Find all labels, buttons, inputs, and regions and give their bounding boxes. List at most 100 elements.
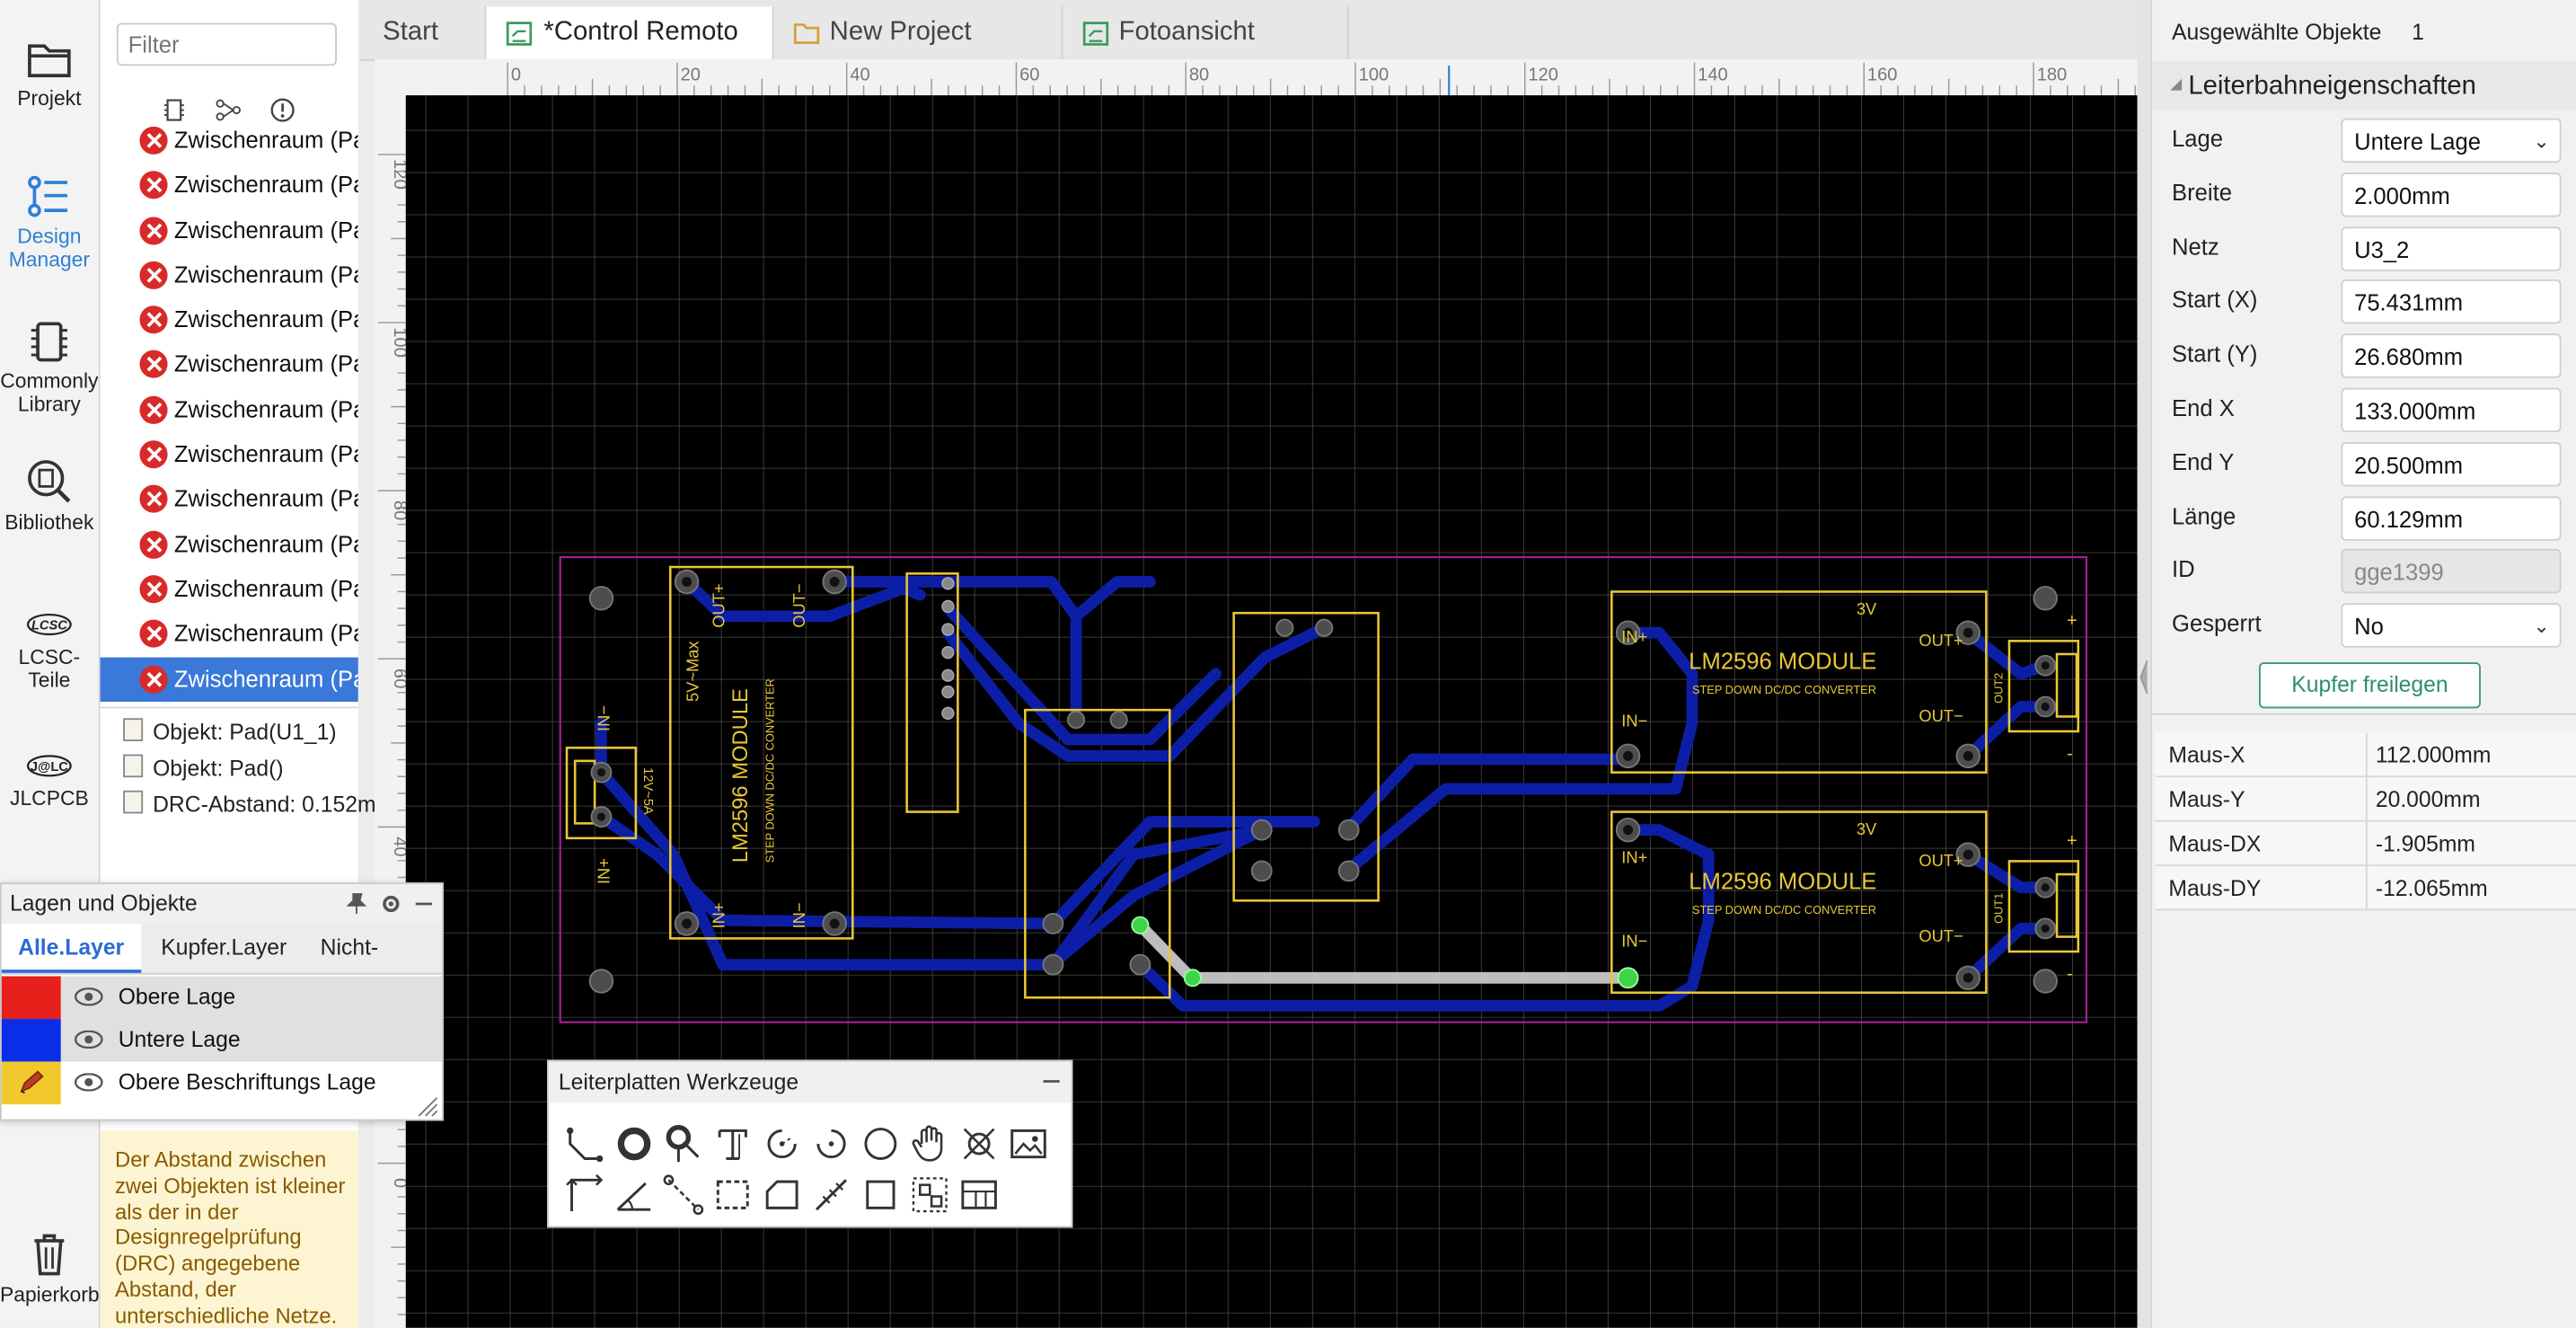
drc-error-item[interactable]: Zwischenraum (Pad xyxy=(101,612,358,657)
layer-color-swatch[interactable] xyxy=(1,1061,61,1105)
measure-tool-icon[interactable] xyxy=(808,1172,854,1217)
pcb-tools-header[interactable]: Leiterplatten Werkzeuge xyxy=(548,1061,1072,1103)
tab-start[interactable]: Start xyxy=(360,6,487,59)
svg-text:LCSC: LCSC xyxy=(31,619,67,633)
hole-tool-icon[interactable] xyxy=(957,1120,1002,1166)
dimension-tool-icon[interactable] xyxy=(562,1172,608,1217)
filter-input[interactable] xyxy=(116,22,337,66)
bottom-out-minus-label: OUT− xyxy=(1919,926,1963,945)
layer-row-obere-beschriftung[interactable]: Obere Beschriftungs Lage xyxy=(1,1061,443,1105)
module-subtitle-left: STEP DOWN DC/DC CONVERTER xyxy=(763,678,776,863)
detail-object-2[interactable]: Objekt: Pad() xyxy=(123,754,284,781)
hand-pan-icon[interactable] xyxy=(907,1120,953,1166)
pad-tool-icon[interactable] xyxy=(611,1120,657,1166)
connect-pad-tool-icon[interactable] xyxy=(660,1172,706,1217)
drc-error-item[interactable]: Zwischenraum (Pad xyxy=(101,342,358,387)
collapse-handle-icon[interactable] xyxy=(2139,658,2148,697)
minimize-icon[interactable] xyxy=(1042,1072,1062,1092)
drc-description-text: Der Abstand zwischen zwei Objekten ist k… xyxy=(115,1147,346,1328)
angle-tool-icon[interactable] xyxy=(611,1172,657,1217)
ruler-label: 100 xyxy=(390,327,406,358)
arc-tool-icon[interactable] xyxy=(759,1120,805,1166)
nav-commonly-library[interactable]: Commonly Library xyxy=(0,319,99,416)
nav-jlcpcb[interactable]: J@LC JLCPCB xyxy=(0,749,99,810)
component-icon[interactable] xyxy=(163,99,186,122)
connector-label: 12V~5A xyxy=(640,767,655,815)
detail-object-1[interactable]: Objekt: Pad(U1_1) xyxy=(123,718,337,745)
detail-drc-distance[interactable]: DRC-Abstand: 0.152mm xyxy=(123,790,394,817)
tab-fotoansicht[interactable]: Fotoansicht xyxy=(1063,6,1349,59)
prop-input-end-x[interactable]: 133.000mm xyxy=(2341,387,2562,433)
tab-new-project[interactable]: New Project xyxy=(773,6,1063,59)
ruler-label: 160 xyxy=(1867,66,1898,85)
design-manager-icon xyxy=(28,175,67,217)
track-tool-icon[interactable] xyxy=(562,1120,608,1166)
prop-input-breite[interactable]: 2.000mm xyxy=(2341,172,2562,217)
drc-error-item[interactable]: Zwischenraum (Pad xyxy=(101,208,358,253)
table-tool-icon[interactable] xyxy=(957,1172,1002,1217)
kupfer-freilegen-button[interactable]: Kupfer freilegen xyxy=(2258,662,2481,709)
layers-panel-header[interactable]: Lagen und Objekte xyxy=(1,884,443,924)
layer-row-untere-lage[interactable]: Untere Lage xyxy=(1,1019,443,1062)
circle-tool-icon[interactable] xyxy=(858,1120,904,1166)
eye-icon[interactable] xyxy=(74,1030,103,1049)
net-icon[interactable] xyxy=(216,99,242,122)
properties-section-header[interactable]: Leiterbahneigenschaften xyxy=(2152,60,2576,111)
prop-input-end-y[interactable]: 20.500mm xyxy=(2341,441,2562,487)
via-tool-icon[interactable] xyxy=(660,1120,706,1166)
layers-tabs: Alle.Layer Kupfer.Layer Nicht-Kupfer xyxy=(1,923,443,1009)
text-tool-icon[interactable] xyxy=(710,1120,755,1166)
keepout-tool-icon[interactable] xyxy=(710,1172,755,1217)
out2-label: OUT2 xyxy=(1992,673,2006,704)
layer-color-swatch[interactable] xyxy=(1,976,61,1020)
prop-input-l-nge[interactable]: 60.129mm xyxy=(2341,495,2562,541)
drc-error-item[interactable]: Zwischenraum (Pad xyxy=(101,252,358,297)
tab-control-remoto[interactable]: *Control Remoto xyxy=(486,6,774,59)
drc-error-item[interactable]: Zwischenraum (Pad xyxy=(100,656,358,702)
copper-area-tool-icon[interactable] xyxy=(759,1172,805,1217)
nav-projekt[interactable]: Projekt xyxy=(0,36,99,111)
tab-alle-layer[interactable]: Alle.Layer xyxy=(1,923,141,973)
eye-icon[interactable] xyxy=(74,1073,103,1092)
minimize-icon[interactable] xyxy=(414,892,434,916)
layer-color-swatch[interactable] xyxy=(1,1019,61,1062)
tab-kupfer-layer[interactable]: Kupfer.Layer xyxy=(145,924,304,973)
nav-bibliothek[interactable]: Bibliothek xyxy=(0,456,99,534)
drc-error-item[interactable]: Zwischenraum (Pad xyxy=(101,567,358,612)
pin-icon[interactable] xyxy=(345,892,368,916)
prop-input-start-x[interactable]: 75.431mm xyxy=(2341,279,2562,325)
left-out-plus-label: OUT+ xyxy=(710,583,728,627)
drc-error-item[interactable]: Zwischenraum (Pad xyxy=(101,477,358,522)
nav-design-manager[interactable]: Design Manager xyxy=(0,174,99,271)
rectangle-tool-icon[interactable] xyxy=(858,1172,904,1217)
left-ruler[interactable]: 120100806040200 xyxy=(375,95,408,1328)
drc-error-item[interactable]: Zwischenraum (Pad xyxy=(101,164,358,208)
nav-papierkorb[interactable]: Papierkorb xyxy=(0,1229,100,1306)
tab-nicht-kupfer[interactable]: Nicht-Kupfer xyxy=(304,924,442,1009)
image-tool-icon[interactable] xyxy=(1005,1120,1051,1166)
prop-input-netz[interactable]: U3_2 xyxy=(2341,226,2562,271)
drc-error-item[interactable]: Zwischenraum (Pad xyxy=(101,522,358,567)
nav-lcsc-teile[interactable]: LCSC LCSC-Teile xyxy=(0,608,99,692)
drc-error-item[interactable]: Zwischenraum (Pad xyxy=(101,387,358,432)
arc-center-tool-icon[interactable] xyxy=(808,1120,854,1166)
prop-input-start-y[interactable]: 26.680mm xyxy=(2341,333,2562,379)
drc-error-item[interactable]: Zwischenraum (Pad xyxy=(101,297,358,342)
resize-handle-icon[interactable] xyxy=(416,1094,439,1118)
drc-warning-icon[interactable] xyxy=(269,97,296,123)
panel-splitter[interactable] xyxy=(2137,0,2151,1328)
layer-row-obere-lage[interactable]: Obere Lage xyxy=(1,976,443,1020)
prop-value: 133.000mm xyxy=(2354,397,2476,424)
group-tool-icon[interactable] xyxy=(907,1172,953,1217)
prop-label-netz: Netz xyxy=(2172,232,2219,260)
prop-select-gesperrt[interactable]: No⌄ xyxy=(2341,603,2562,649)
eye-icon[interactable] xyxy=(74,987,103,1006)
error-icon xyxy=(139,216,168,244)
drc-error-item[interactable]: Zwischenraum (Pad xyxy=(101,119,358,164)
drc-error-item[interactable]: Zwischenraum (Pad xyxy=(101,432,358,477)
jlc-logo-icon: J@LC xyxy=(26,755,72,777)
mouse-label: Maus-X xyxy=(2168,742,2245,768)
prop-select-lage[interactable]: Untere Lage⌄ xyxy=(2341,118,2562,164)
gear-icon[interactable] xyxy=(380,892,403,916)
